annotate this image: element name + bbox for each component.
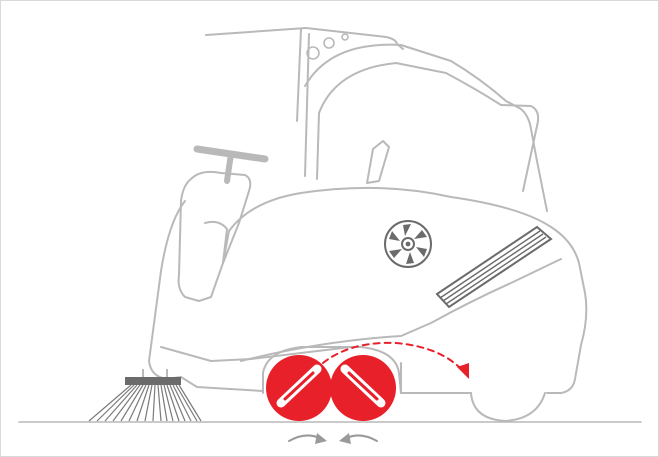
rear-wheel (470, 392, 546, 422)
fan-icon (384, 220, 432, 268)
brush-housing (262, 346, 402, 394)
filter-pleats (435, 225, 553, 309)
steering-wheel (193, 145, 269, 184)
side-brush-icon (88, 369, 202, 422)
debris-flow-arrow-icon (322, 341, 469, 379)
counter-rotating-brushes-icon (266, 355, 396, 421)
seat (366, 104, 540, 192)
main-body (160, 186, 588, 394)
intake-arrows-icon (288, 433, 378, 444)
roof-canopy (205, 27, 548, 212)
